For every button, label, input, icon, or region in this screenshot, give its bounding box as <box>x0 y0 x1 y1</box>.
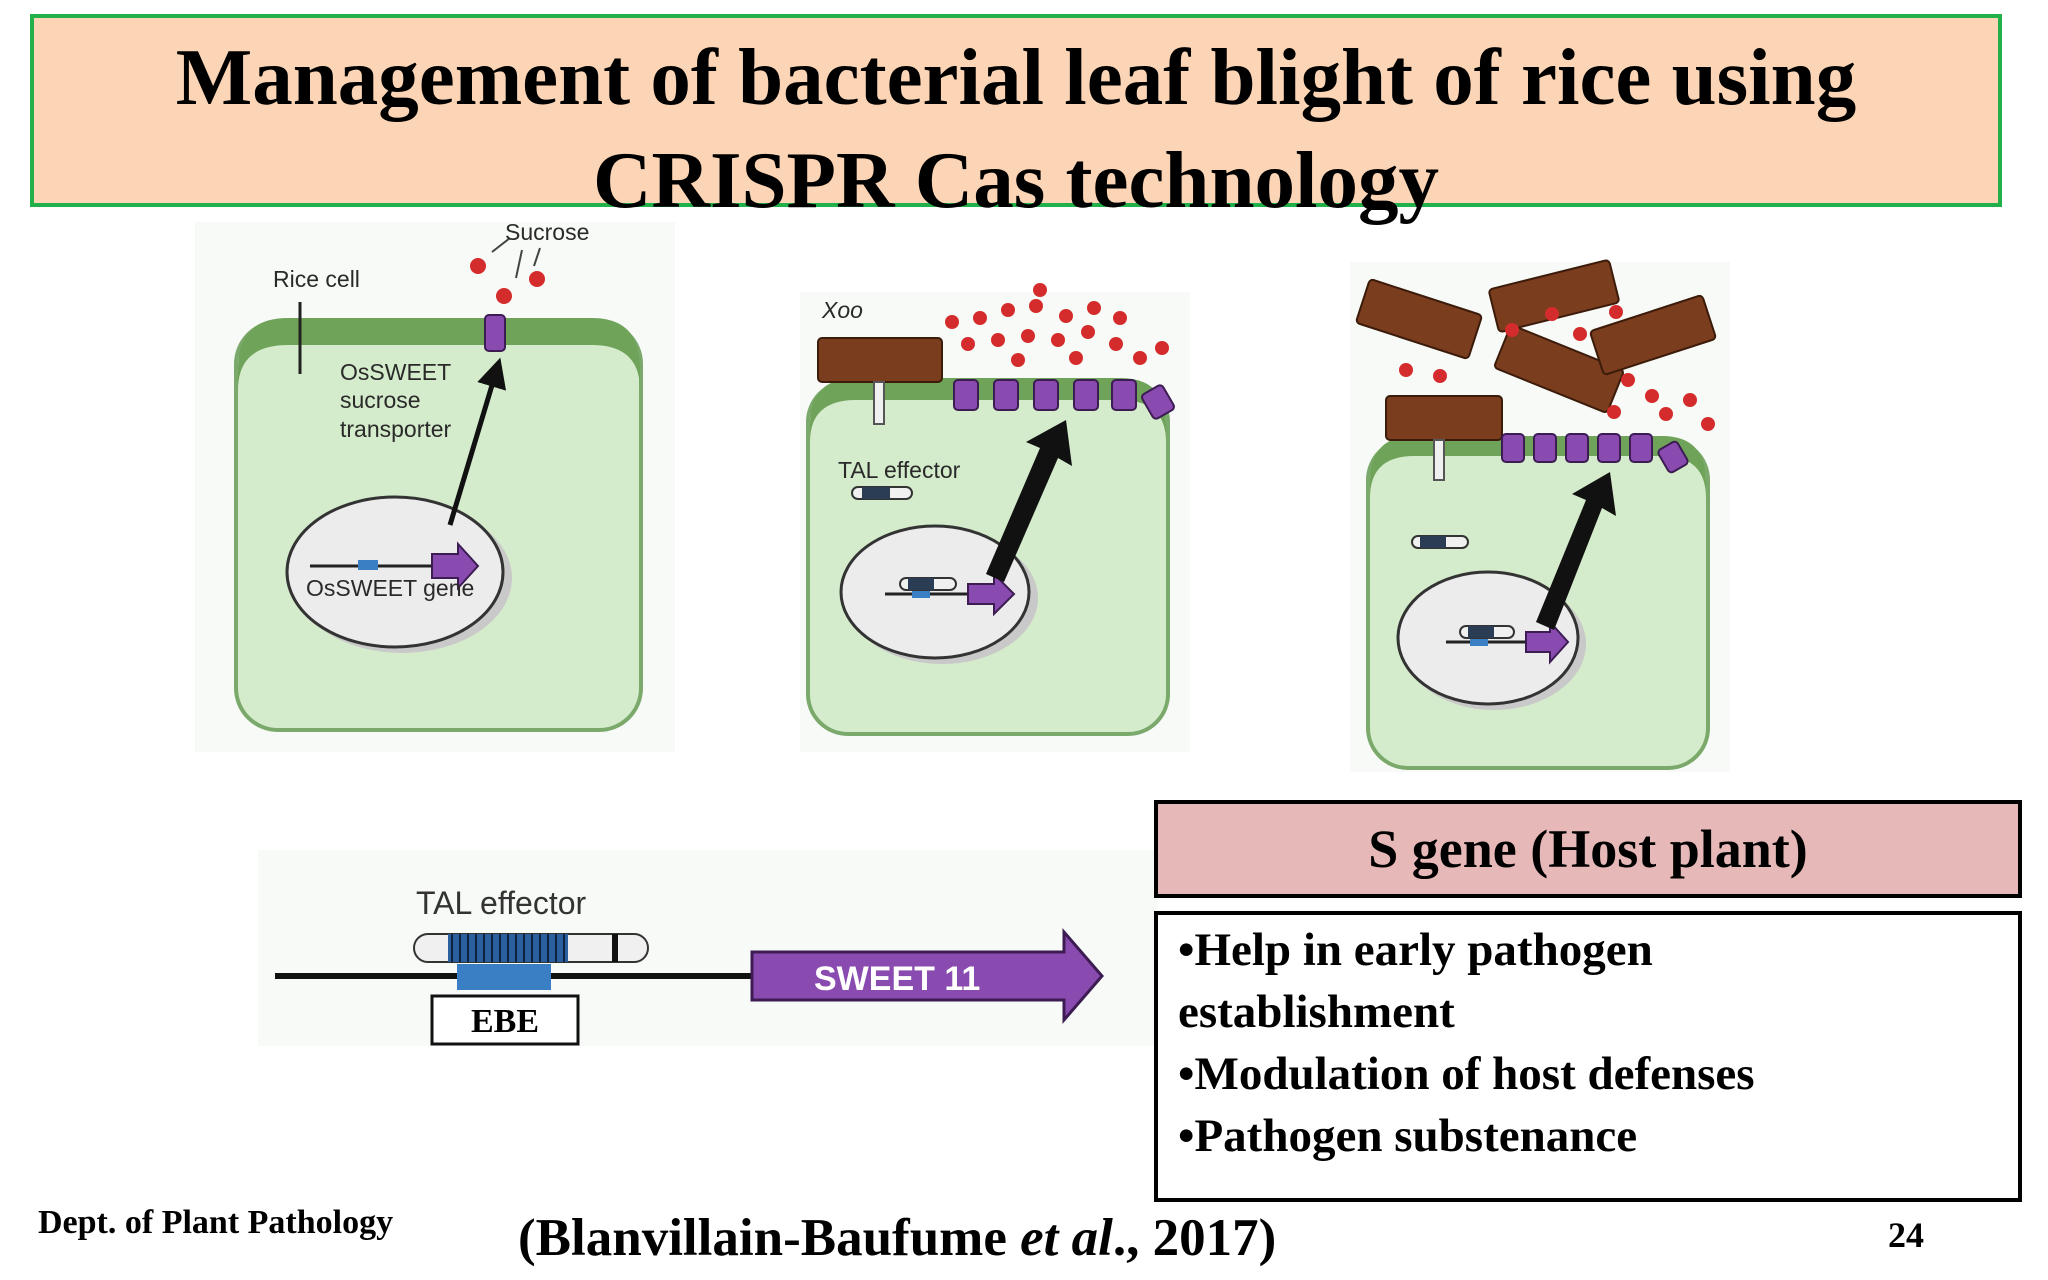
sweet-transporter <box>1033 379 1059 411</box>
transporter-label-3: transporter <box>340 416 452 442</box>
tal-effector-label: TAL effector <box>838 457 961 483</box>
sweet-transporter <box>993 379 1019 411</box>
citation-year: ., 2017) <box>1112 1209 1277 1267</box>
ebe-label: EBE <box>471 1003 539 1040</box>
sweet11-label: SWEET 11 <box>814 960 980 998</box>
panel-xoo-infection: Xoo TAL effector <box>800 283 1190 752</box>
sucrose-molecule <box>470 258 486 274</box>
xoo-label: Xoo <box>821 297 863 323</box>
rice-cell-wall <box>238 318 640 390</box>
nucleus <box>839 524 1031 660</box>
sweet-transporter <box>953 379 979 411</box>
title-banner: Management of bacterial leaf blight of r… <box>30 14 2002 225</box>
sucrose-molecule <box>529 271 545 287</box>
ebe-element <box>457 964 551 990</box>
slide-title: Management of bacterial leaf blight of r… <box>34 26 1998 232</box>
sgene-bullet-3: •Pathogen substenance <box>1178 1110 1638 1162</box>
sucrose-label: Sucrose <box>505 219 589 245</box>
citation-authors: (Blanvillain-Baufume <box>518 1209 1021 1267</box>
citation: (Blanvillain-Baufume et al., 2017) <box>518 1208 1276 1268</box>
rice-cell-label: Rice cell <box>273 266 360 292</box>
bottom-tal-label: TAL effector <box>416 885 587 921</box>
ebe-box <box>430 994 580 1046</box>
nucleus <box>285 495 505 649</box>
transporter-label-1: OsSWEET <box>340 359 451 385</box>
transporter-label-2: sucrose <box>340 387 421 413</box>
xoo-bacterium <box>817 337 943 383</box>
sweet-transporter <box>1073 379 1099 411</box>
sucrose-cloud <box>945 283 1169 367</box>
citation-etal: et al <box>1020 1209 1113 1267</box>
sweet11-gene-arrow <box>750 927 1104 1025</box>
gene-label: OsSWEET gene <box>306 575 474 601</box>
sweet-transporter <box>1111 379 1137 411</box>
sucrose-molecule <box>496 288 512 304</box>
ossweet-transporter <box>484 314 506 352</box>
panel-heavy-infection <box>1350 259 1730 772</box>
xoo-bacteria-cluster <box>1355 259 1717 441</box>
footer-department: Dept. of Plant Pathology <box>38 1204 394 1241</box>
title-line-2: CRISPR Cas technology <box>592 135 1440 225</box>
sgene-header: S gene (Host plant) <box>1154 800 2022 898</box>
sgene-bullet-1: •Help in early pathogen <box>1178 924 1653 976</box>
title-line-1: Management of bacterial leaf blight of r… <box>175 32 1857 122</box>
panel-healthy-cell: Sucrose Rice cell OsSWEET sucrose transp… <box>195 219 675 752</box>
sgene-bullet-1-cont: establishment <box>1178 986 1455 1038</box>
ossweet-gene-arrow <box>431 541 480 591</box>
sgene-list: •Help in early pathogen establishment •M… <box>1154 911 2022 1202</box>
sgene-bullet-2: •Modulation of host defenses <box>1178 1048 1755 1100</box>
sweet-transporter <box>1141 384 1175 420</box>
promoter-diagram: SWEET 11 TAL effector EBE <box>258 850 1158 1046</box>
page-number: 24 <box>1888 1215 1924 1255</box>
